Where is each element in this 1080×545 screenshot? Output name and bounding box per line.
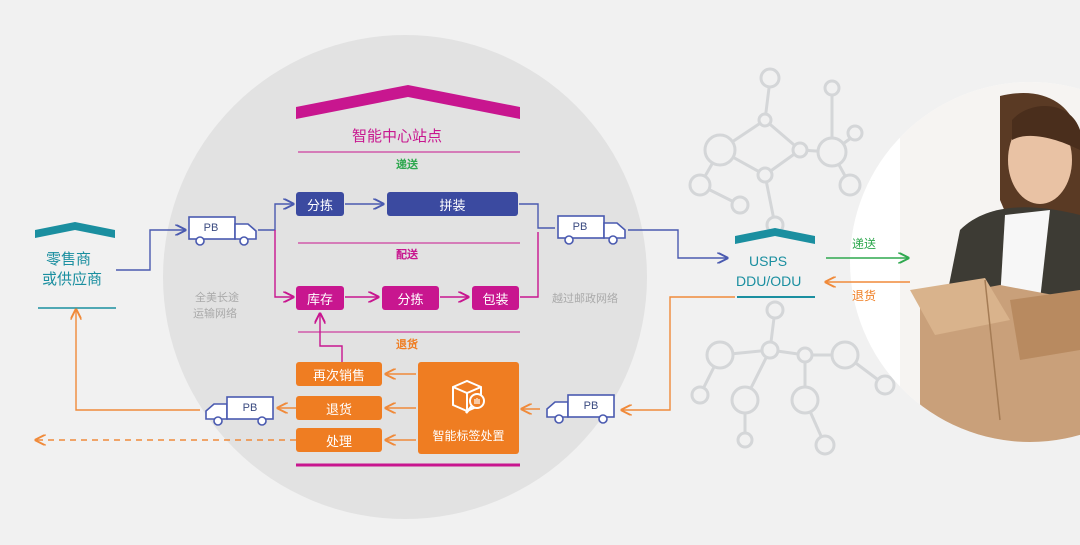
section-distribution: 配送 [396, 248, 418, 261]
supplier-label-line2: 或供应商 [42, 270, 103, 288]
inventory-box: 库存 [296, 286, 344, 310]
return-label: 退货 [852, 289, 877, 303]
truck-icon-right-outbound: PB [557, 215, 629, 250]
section-delivery: 递送 [396, 158, 418, 171]
section-returns: 退货 [396, 338, 418, 351]
sort-box-distribution: 分拣 [382, 286, 439, 310]
supplier-roof-icon [35, 222, 115, 238]
resell-box: 再次销售 [296, 362, 382, 386]
customer-photo [850, 82, 1080, 442]
sort-box-delivery: 分拣 [296, 192, 344, 216]
truck-label: PB [242, 402, 258, 414]
usps-label-line1: USPS [749, 253, 788, 269]
box-magnifier-icon [451, 379, 485, 414]
hub-title: 智能中心站点 [352, 127, 443, 145]
hub-background-circle [163, 35, 647, 519]
assemble-box: 拼装 [387, 192, 518, 216]
dispose-box: 处理 [296, 428, 382, 452]
truck-icon-right-return: PB [543, 394, 615, 429]
supplier-label-line1: 零售商 [46, 250, 92, 268]
transport-network-line2: 运输网络 [193, 307, 237, 320]
usps-roof-icon [735, 228, 815, 244]
truck-icon-left-outbound: PB [188, 216, 260, 251]
return-box: 退货 [296, 396, 382, 420]
truck-label: PB [583, 400, 599, 412]
truck-icon-left-return: PB [202, 396, 274, 431]
smart-label-text: 智能标签处置 [432, 428, 505, 443]
pack-box: 包装 [472, 286, 519, 310]
truck-label: PB [572, 221, 588, 233]
transport-network-line1: 全美长途 [195, 291, 239, 304]
postal-network-label: 越过邮政网络 [552, 292, 618, 305]
deliver-label: 递送 [852, 237, 877, 251]
usps-label-line2: DDU/ODU [736, 273, 802, 289]
smart-label-box: 智能标签处置 [418, 362, 519, 454]
hub-roof-icon [296, 85, 520, 119]
truck-label: PB [203, 222, 219, 234]
